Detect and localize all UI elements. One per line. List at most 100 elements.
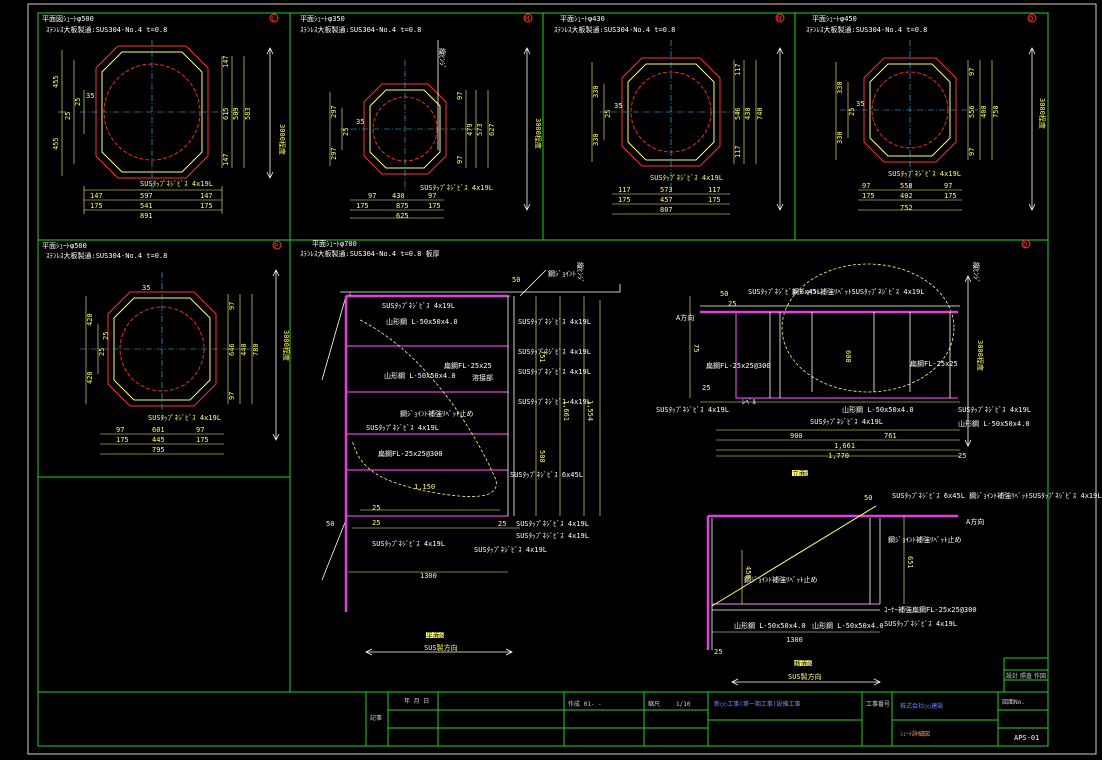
caption-box (426, 632, 444, 638)
callout: SUSﾀｯﾌﾟﾈｼﾞﾋﾞｽ 4x19L (372, 540, 445, 548)
dim-text: 330 (592, 85, 600, 98)
dim-text: 500 (538, 450, 546, 463)
callout: SUSﾀｯﾌﾟﾈｼﾞﾋﾞｽ 4x19L (382, 302, 455, 310)
dim-text: 795 (152, 446, 165, 454)
callout: 鋼ｼﾞｮｲﾝﾄ補強ﾘﾍﾞｯﾄSUSﾀｯﾌﾟﾈｼﾞﾋﾞｽ 4x19L (792, 287, 924, 296)
drawing-number-label: 図面No. (1002, 699, 1025, 706)
dim-text: 750 (992, 105, 1000, 118)
dim-text: 97 (944, 182, 952, 190)
dim-text: 97 (968, 68, 976, 76)
dim-text: 25 (74, 98, 82, 106)
side-label: 3000程度 (1038, 98, 1047, 129)
dim-text: 625 (396, 212, 409, 220)
side-label: 3000程度 (976, 340, 985, 371)
callout: 山形鋼 L-50x50x4.0 (734, 621, 806, 630)
callout: 扁鋼FL-25x25 (444, 361, 492, 370)
dim-text: 615 (222, 107, 230, 120)
dim-text: 50 (512, 276, 520, 284)
panel-o-tag-circle (1027, 13, 1037, 23)
callout: SUSﾀｯﾌﾟﾈｼﾞﾋﾞｽ 4x19L (518, 318, 591, 326)
octagon-outer (107, 291, 217, 407)
bottom-plate (735, 312, 958, 399)
dim-text: 25 (342, 128, 350, 136)
paper-border (27, 3, 1097, 755)
dim-text: 175 (428, 202, 441, 210)
dim-text: 97 (862, 182, 870, 190)
panel-p: 平面ｼｭｰﾄφ500 ｽﾃﾝﾚｽ大板製通:SUS304-No.4 t=0.8 P… (42, 240, 291, 455)
panel-m-material: ｽﾃﾝﾚｽ大板製通:SUS304-No.4 t=0.8 (300, 25, 421, 34)
flat-bars (346, 345, 508, 517)
dim-text: 430 (392, 192, 405, 200)
octagon-outer (863, 57, 957, 163)
dim-text: 147 (90, 192, 103, 200)
dim-text: 50 (864, 494, 872, 502)
dim-text: 440 (240, 343, 248, 356)
dim-text: 25 (604, 110, 612, 118)
view-mark: A方向 (676, 313, 694, 322)
dim-text: 900 (790, 432, 803, 440)
dim-text: 330 (836, 81, 844, 94)
created-label: 作成 01- - (568, 700, 602, 708)
title-block: 記事 年 月 日 作成 01- - 縮尺 1/10 工事番号 新○○工事(第一期… (365, 657, 1049, 746)
hinge-label: 縦ﾋﾝｼﾞ (576, 262, 585, 283)
company-name: 株式会社○○建設 (900, 702, 943, 710)
dim-text: 117 (734, 63, 742, 76)
dim-text: 175 (708, 196, 721, 204)
dim-text: 117 (708, 186, 721, 194)
octagon-inner (113, 297, 211, 401)
dim-text: 573 (660, 186, 673, 194)
dim-text: 297 (330, 105, 338, 118)
dim-text: 509 (232, 107, 240, 120)
dim-text: 175 (356, 202, 369, 210)
callout: SUSﾀｯﾌﾟﾈｼﾞﾋﾞｽ 4x19L (518, 398, 591, 406)
dim-text: 573 (476, 123, 484, 136)
dim-text: 25 (702, 384, 710, 392)
frame-lines (711, 518, 881, 650)
dim-text: 1,661 (562, 400, 570, 421)
dim-text: 175 (90, 202, 103, 210)
direction-arrow (365, 648, 513, 656)
dim-text: 597 (140, 192, 153, 200)
dim-text: 25 (498, 520, 506, 528)
panel-s: A方向 SUSﾀｯﾌﾟﾈｼﾞﾋﾞｽ 6x45L 鋼ｼﾞｮｲﾝﾄ補強ﾘﾍﾞｯﾄSU… (706, 491, 1102, 686)
drawing-title: ｼｭｰﾄ詳細図 (900, 730, 930, 738)
callout: 扁鋼FL-25x25@300 (706, 361, 771, 370)
caption-box (792, 470, 808, 476)
angle-frame (507, 296, 515, 516)
callout: SUSﾀｯﾌﾟﾈｼﾞﾋﾞｽ 6x45L 鋼ｼﾞｮｲﾝﾄ補強ﾘﾍﾞｯﾄSUSﾀｯﾌ… (892, 491, 1102, 500)
dim-text: 25 (64, 112, 72, 120)
callout: 山形鋼 L-50x50x4.0 (842, 405, 914, 414)
callout: 鋼ｼﾞｮｲﾝﾄ補強ﾘﾍﾞｯﾄ止め (744, 575, 818, 584)
callout: SUSﾀｯﾌﾟﾈｼﾞﾋﾞｽ 4x19L (656, 406, 729, 414)
dim-text: 25 (728, 300, 736, 308)
panel-p-material: ｽﾃﾝﾚｽ大板製通:SUS304-No.4 t=0.8 (46, 251, 167, 260)
dim-text: 97 (368, 192, 376, 200)
caption-box (794, 660, 812, 666)
callout: 扁鋼FL-25x25@300 (378, 449, 443, 458)
dim-text: 35 (86, 92, 94, 100)
dim-text: 25 (98, 348, 106, 356)
dim-text: 402 (900, 192, 913, 200)
panel-n: 平面ｼｭｰﾄφ430 ｽﾃﾝﾚｽ大板製通:SUS304-No.4 t=0.8 N… (554, 13, 785, 215)
dim-text: 117 (618, 186, 631, 194)
frame-lines (700, 305, 960, 398)
callout: SUSﾀｯﾌﾟﾈｼﾞﾋﾞｽ 4x19L (516, 532, 589, 540)
dim-text: 25 (714, 648, 722, 656)
bolt-label: SUSﾀｯﾌﾟﾈｼﾞﾋﾞｽ 4x19L (148, 414, 221, 422)
dim-text: 875 (396, 202, 409, 210)
dim-text: 97 (196, 426, 204, 434)
dim-text: 1,770 (828, 452, 849, 460)
dim-text: 445 (152, 436, 165, 444)
dim-text: 420 (86, 371, 94, 384)
dim-text: 97 (116, 426, 124, 434)
callout: 扁鋼FL-25x25 (910, 359, 958, 368)
callout: 山形鋼 L-50x50x4.0 (386, 317, 458, 326)
octagon-inner (369, 89, 441, 169)
dim-text: 1,554 (586, 400, 594, 421)
caption-title: 断面図 (794, 659, 815, 668)
callout: 溶接部 (472, 373, 493, 382)
dim-text: 627 (488, 123, 496, 136)
panel-r: 縦ﾋﾝｼﾞ 3000程度 A方向 SUSﾀｯﾌﾟﾈｼﾞﾋﾞｽ 6x45L 鋼ｼﾞ… (656, 262, 1031, 478)
plate-frame (706, 514, 958, 650)
dim-text: 420 (86, 313, 94, 326)
